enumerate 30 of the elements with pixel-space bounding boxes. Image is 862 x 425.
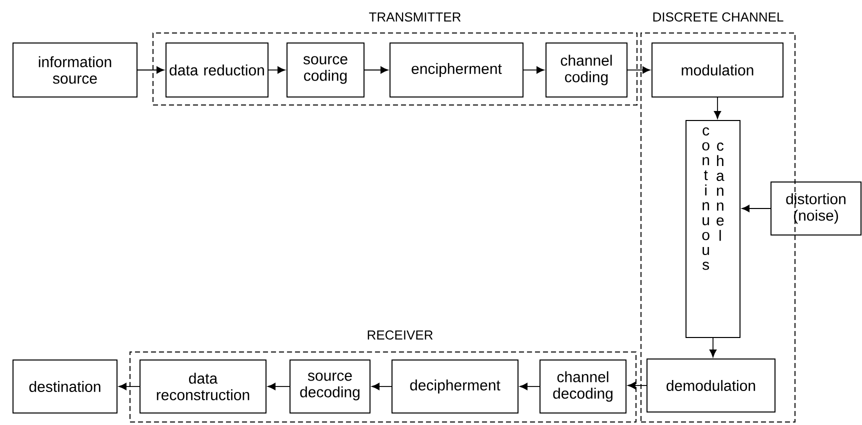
process-box: source decoding [290, 360, 370, 414]
arrow [520, 382, 540, 390]
process-box: data reconstruction [140, 360, 266, 414]
arrow [523, 66, 544, 74]
channel-box: continuous channel [686, 120, 740, 338]
process-box: modulation [652, 42, 784, 98]
arrow [372, 382, 392, 390]
arrow [714, 97, 722, 119]
process-box: information source [12, 42, 138, 98]
process-box: decipherment [392, 360, 518, 414]
process-box: channel coding [546, 42, 628, 98]
arrow [364, 66, 388, 74]
process-box: destination [12, 360, 118, 414]
process-box: encipherment [390, 42, 524, 98]
arrow [268, 66, 286, 74]
process-box: demodulation [646, 358, 776, 412]
arrow [709, 338, 717, 358]
node-label: RECEIVER [368, 330, 433, 340]
arrow [268, 382, 290, 390]
process-box: source coding [286, 42, 364, 98]
arrow [627, 66, 650, 74]
arrow [137, 66, 164, 74]
arrow [118, 382, 140, 390]
process-box: channel decoding [540, 360, 626, 414]
node-label: DISCRETE CHANNEL [653, 12, 784, 22]
process-box: distortion (noise) [770, 182, 862, 236]
node-label: TRANSMITTER [369, 12, 461, 22]
process-box: data reduction [166, 42, 268, 98]
arrow [742, 204, 771, 212]
arrow [628, 382, 647, 390]
